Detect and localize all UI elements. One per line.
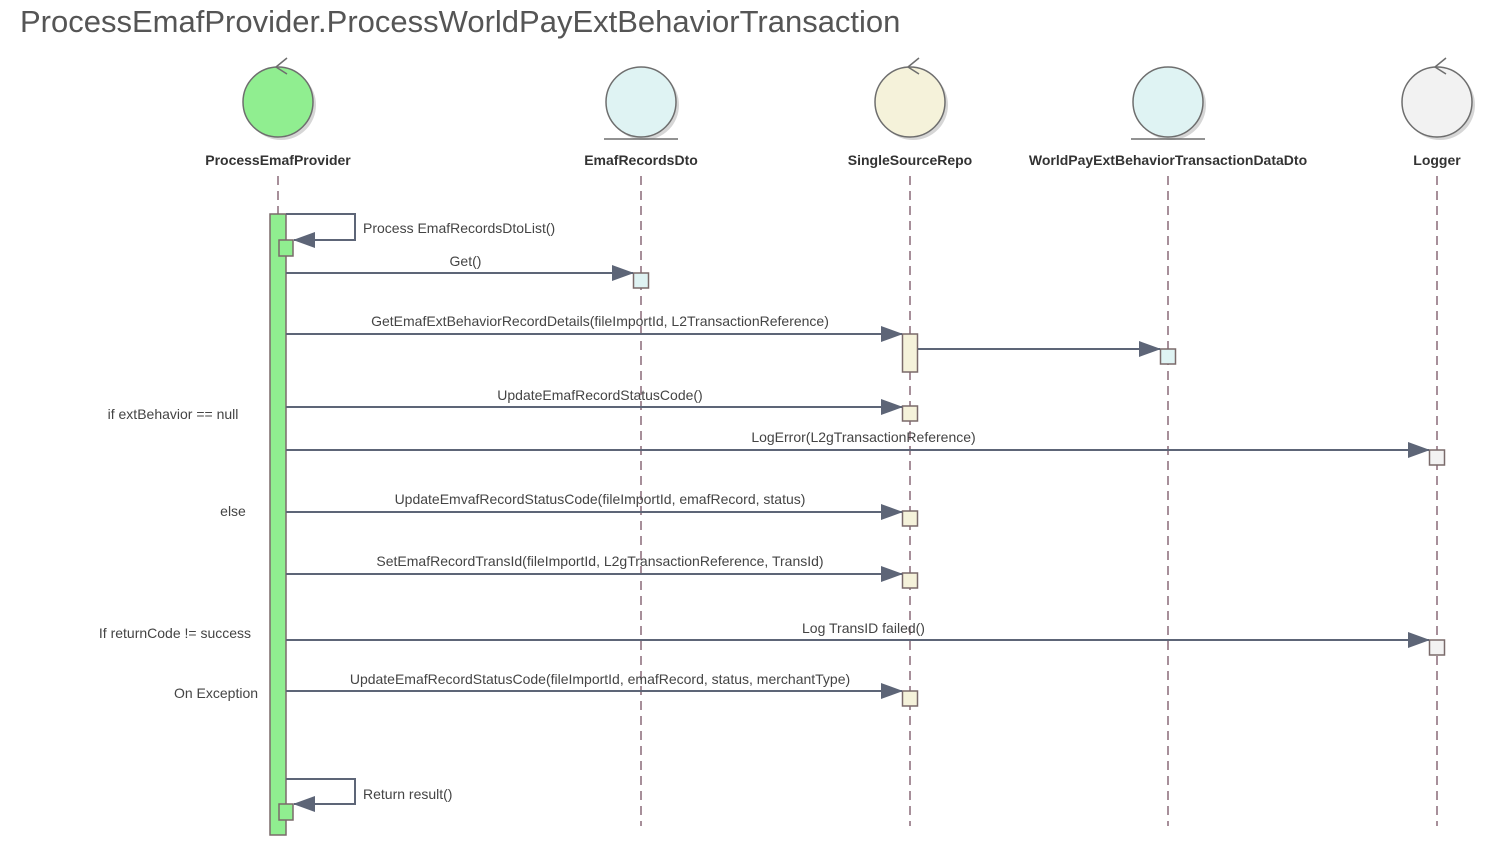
message-label: LogError(L2gTransactionReference)	[751, 429, 975, 445]
activation-ssr	[901, 510, 919, 527]
message: GetEmafExtBehaviorRecordDetails(fileImpo…	[286, 313, 903, 342]
guard-condition: if extBehavior == null	[108, 406, 239, 422]
activation-logger	[1428, 449, 1446, 466]
activation-main	[269, 213, 287, 836]
activation-ssr	[901, 405, 919, 422]
message-label: Log TransID failed()	[802, 620, 925, 636]
diagram-title: ProcessEmafProvider.ProcessWorldPayExtBe…	[20, 4, 901, 39]
message: UpdateEmafRecordStatusCode(fileImportId,…	[286, 671, 903, 699]
activation-ssr	[901, 333, 919, 373]
lifeline-name: EmafRecordsDto	[584, 152, 698, 168]
message-label: Process EmafRecordsDtoList()	[363, 220, 555, 236]
message-arrow	[286, 213, 356, 248]
entity-icon	[1131, 66, 1206, 140]
activation-ssr	[901, 690, 919, 707]
message-label: UpdateEmafRecordStatusCode()	[497, 387, 702, 403]
message-label: Return result()	[363, 786, 452, 802]
guard-condition: else	[220, 503, 246, 519]
message: LogError(L2gTransactionReference)	[286, 429, 1430, 458]
message-label: SetEmafRecordTransId(fileImportId, L2gTr…	[376, 553, 823, 569]
message-label: UpdateEmvafRecordStatusCode(fileImportId…	[395, 491, 806, 507]
message: SetEmafRecordTransId(fileImportId, L2gTr…	[286, 553, 903, 582]
control-icon	[242, 57, 316, 140]
activation-erd	[632, 272, 650, 289]
lifeline-name: Logger	[1413, 152, 1461, 168]
message-label: UpdateEmafRecordStatusCode(fileImportId,…	[350, 671, 850, 687]
lifeline-logger: Logger	[1401, 57, 1475, 826]
control-icon	[874, 57, 948, 140]
lifeline-single-source-repo: SingleSourceRepo	[848, 57, 972, 826]
lifeline-world-pay-ext-behavior-transaction-data-dto: WorldPayExtBehaviorTransactionDataDto	[1029, 66, 1307, 826]
lifeline-name: ProcessEmafProvider	[205, 152, 351, 168]
control-icon	[1401, 57, 1475, 140]
activation-self-call	[278, 803, 294, 821]
activation-wpd	[1159, 348, 1177, 365]
activation-logger	[1428, 639, 1446, 656]
message: UpdateEmafRecordStatusCode()	[286, 387, 903, 415]
message-arrow	[286, 778, 356, 812]
self-message: Process EmafRecordsDtoList()	[286, 213, 555, 248]
lifeline-name: WorldPayExtBehaviorTransactionDataDto	[1029, 152, 1307, 168]
lifeline-name: SingleSourceRepo	[848, 152, 972, 168]
message-label: Get()	[450, 253, 482, 269]
message: Get()	[286, 253, 634, 281]
entity-icon	[604, 66, 679, 140]
activation-ssr	[901, 572, 919, 589]
message: Log TransID failed()	[286, 620, 1430, 648]
guard-condition: If returnCode != success	[99, 625, 251, 641]
activation-self-call	[278, 239, 294, 257]
message-label: GetEmafExtBehaviorRecordDetails(fileImpo…	[371, 313, 829, 329]
self-message: Return result()	[286, 778, 452, 812]
lifeline-emaf-records-dto: EmafRecordsDto	[584, 66, 698, 826]
guard-condition: On Exception	[174, 685, 258, 701]
message: UpdateEmvafRecordStatusCode(fileImportId…	[286, 491, 903, 520]
